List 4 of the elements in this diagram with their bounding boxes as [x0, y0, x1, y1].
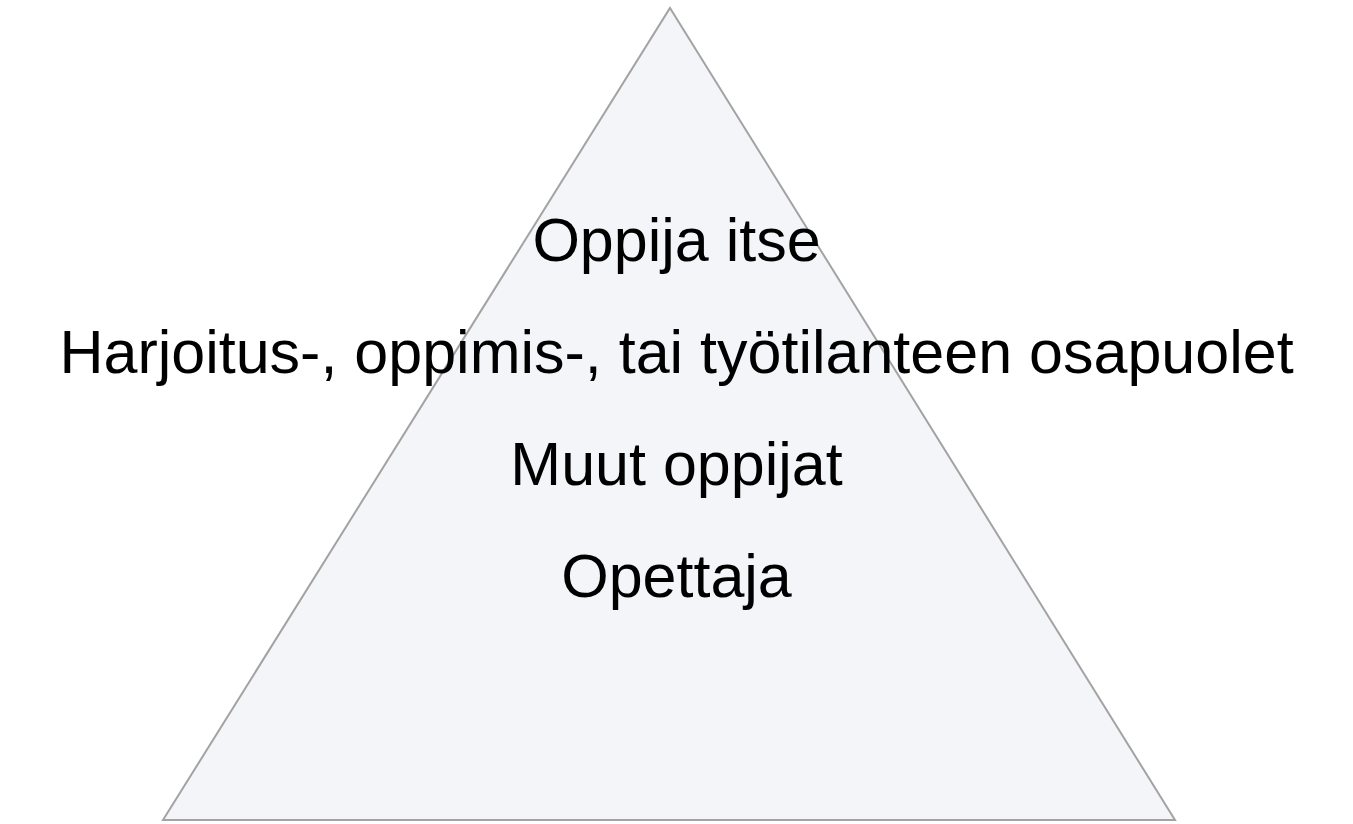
node-text: Opettaja	[561, 541, 792, 612]
node-text: Oppija itse	[532, 205, 821, 276]
node-text: Muut oppijat	[510, 429, 843, 500]
node-text: Harjoitus-, oppimis-, tai työtilanteen osapuolet	[59, 317, 1294, 388]
